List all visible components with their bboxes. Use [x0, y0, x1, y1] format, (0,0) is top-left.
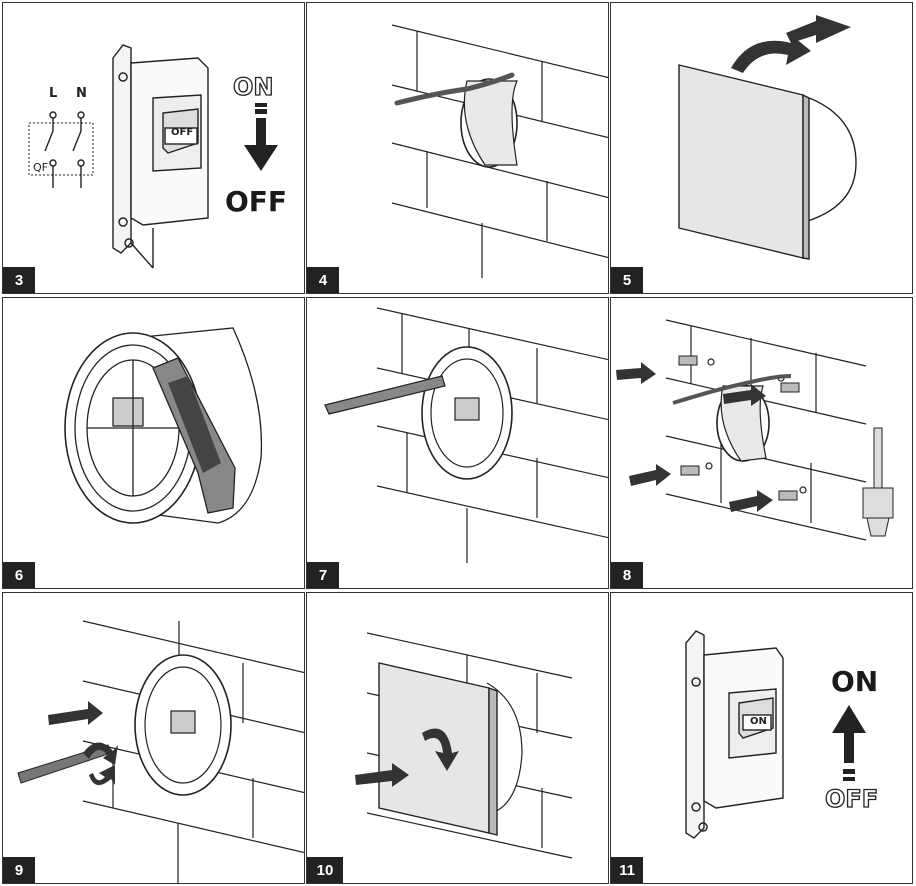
toggle-off-label: OFF [171, 127, 194, 138]
cut-duct-with-knife-illustration [64, 327, 263, 524]
remove-front-panel-illustration [678, 15, 857, 260]
step-panel-4: 4 [306, 2, 609, 294]
step-panel-5: 5 [610, 2, 913, 294]
line-label: L [49, 86, 58, 101]
step-panel-11: ON ON OFF 11 [610, 592, 913, 884]
off-label-solid: OFF [225, 185, 288, 218]
step-panel-8: 8 [610, 297, 913, 589]
insert-wall-plugs-illustration [616, 319, 894, 541]
wall-duct-illustration [391, 24, 608, 278]
toggle-on-label: ON [750, 716, 767, 727]
step-number: 5 [611, 267, 643, 293]
step-number: 9 [3, 857, 35, 883]
on-label-solid: ON [831, 665, 879, 698]
step-number: 4 [307, 267, 339, 293]
step-panel-7: 7 [306, 297, 609, 589]
step-panel-10: 10 [306, 592, 609, 884]
attach-front-panel-illustration [355, 632, 573, 859]
on-label-outline: ON [232, 72, 274, 101]
step-number: 6 [3, 562, 35, 588]
screw-base-to-wall-illustration [17, 620, 304, 883]
step-number: 11 [611, 857, 643, 883]
step-number: 3 [3, 267, 35, 293]
step-number: 10 [307, 857, 343, 883]
step-panel-6: 6 [2, 297, 305, 589]
neutral-label: N [76, 86, 87, 101]
off-label-outline: OFF [824, 784, 879, 813]
circuit-breaker-on-illustration [685, 630, 866, 839]
step-panel-9: 9 [2, 592, 305, 884]
step-number: 7 [307, 562, 339, 588]
breaker-label: QF [33, 161, 48, 174]
mark-drill-holes-illustration [324, 307, 608, 563]
circuit-breaker-off-illustration [28, 44, 278, 269]
step-number: 8 [611, 562, 643, 588]
step-panel-3: L N QF OFF ON OFF 3 [2, 2, 305, 294]
